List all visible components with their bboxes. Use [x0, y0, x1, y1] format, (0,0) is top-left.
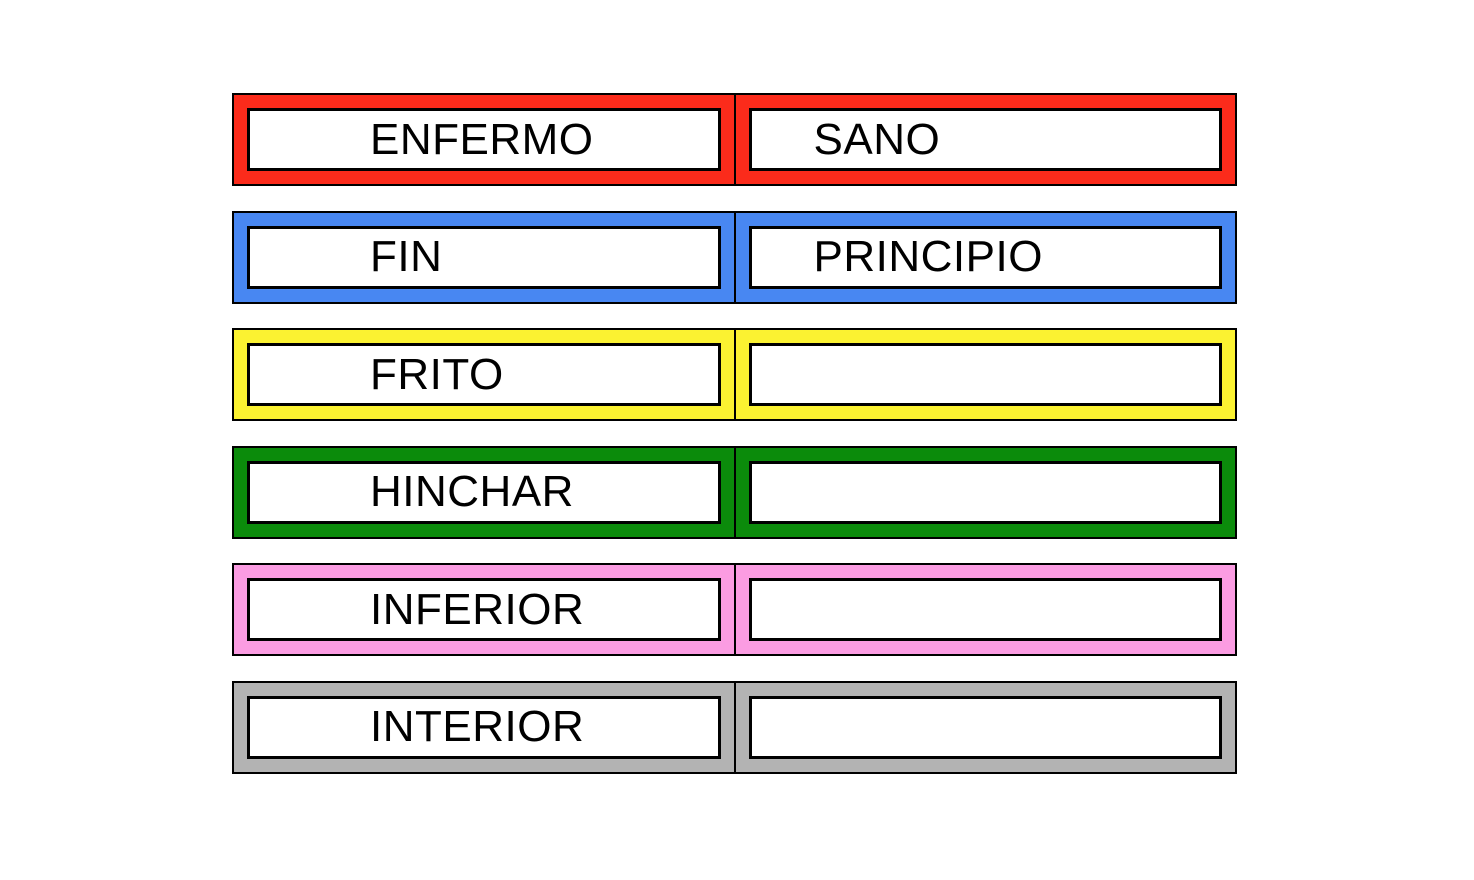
word-slot: HINCHAR: [247, 460, 721, 524]
word-card-green-right-empty[interactable]: [733, 445, 1237, 539]
word-pair-row-red: ENFERMO SANO: [232, 93, 1237, 186]
word-pair-row-gray: INTERIOR: [232, 680, 1237, 774]
word-pair-row-green: HINCHAR: [232, 445, 1237, 539]
word-slot: INFERIOR: [247, 578, 721, 642]
word-pair-row-pink: INFERIOR: [232, 563, 1237, 657]
empty-answer-slot: [748, 578, 1222, 642]
word-label: FIN: [370, 232, 443, 282]
word-card-red-left[interactable]: ENFERMO: [232, 93, 736, 186]
word-slot: SANO: [748, 108, 1222, 171]
word-card-pink-right-empty[interactable]: [733, 563, 1237, 657]
word-card-gray-right-empty[interactable]: [733, 680, 1237, 774]
word-card-red-right[interactable]: SANO: [733, 93, 1237, 186]
word-pair-row-yellow: FRITO: [232, 328, 1237, 422]
word-card-yellow-right-empty[interactable]: [733, 328, 1237, 422]
word-label: FRITO: [370, 349, 504, 399]
word-card-yellow-left[interactable]: FRITO: [232, 328, 736, 422]
empty-answer-slot: [748, 695, 1222, 759]
word-label: SANO: [813, 114, 941, 164]
word-slot: ENFERMO: [247, 108, 721, 171]
word-slot: PRINCIPIO: [748, 225, 1222, 289]
word-label: HINCHAR: [370, 467, 574, 517]
word-label: PRINCIPIO: [813, 232, 1043, 282]
word-pair-row-blue: FIN PRINCIPIO: [232, 210, 1237, 304]
word-card-blue-left[interactable]: FIN: [232, 210, 736, 304]
word-card-gray-left[interactable]: INTERIOR: [232, 680, 736, 774]
matching-board: ENFERMO SANO FIN PRINCIPIO: [232, 93, 1237, 799]
empty-answer-slot: [748, 343, 1222, 407]
word-label: INFERIOR: [370, 584, 585, 634]
word-slot: INTERIOR: [247, 695, 721, 759]
word-label: INTERIOR: [370, 702, 585, 752]
word-card-blue-right[interactable]: PRINCIPIO: [733, 210, 1237, 304]
word-slot: FIN: [247, 225, 721, 289]
word-label: ENFERMO: [370, 114, 594, 164]
word-card-green-left[interactable]: HINCHAR: [232, 445, 736, 539]
word-card-pink-left[interactable]: INFERIOR: [232, 563, 736, 657]
word-slot: FRITO: [247, 343, 721, 407]
empty-answer-slot: [748, 460, 1222, 524]
